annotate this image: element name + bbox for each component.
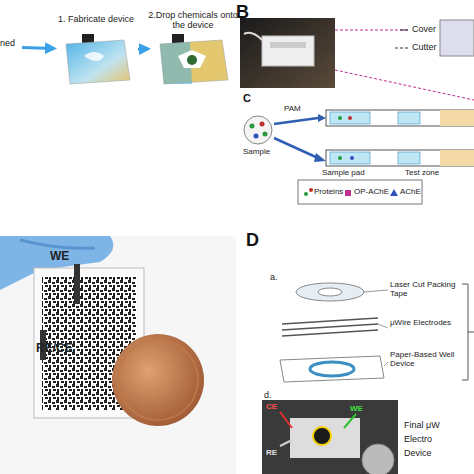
- part-label: D: [246, 230, 259, 251]
- step-caption: 1. Fabricate device: [54, 14, 138, 24]
- part-label: CE: [266, 402, 277, 411]
- part-label: Test zone: [405, 168, 439, 177]
- legend-text: AChE: [400, 187, 421, 196]
- step-caption: 2.Drop chemicals onto the device: [148, 10, 238, 31]
- part-label: WE: [350, 404, 363, 413]
- part-label: C: [243, 92, 251, 105]
- part-label: Cutter: [412, 42, 437, 52]
- part-label: Device: [404, 448, 432, 458]
- part-label: Final μW: [404, 420, 440, 430]
- device-step: 1. Fabricate device: [54, 14, 138, 86]
- part-label: Sample pad: [322, 168, 365, 177]
- part-label: Cover: [412, 24, 436, 34]
- legend-entry: Proteins: [314, 187, 343, 196]
- part-label: Paper-Based Well Device: [390, 350, 460, 368]
- part-label: PAM: [284, 104, 301, 113]
- part-label: WE: [50, 250, 69, 264]
- part-label: Laser Cut Packing Tape: [390, 280, 460, 298]
- step-caption: ned: [0, 38, 22, 48]
- part-label: a.: [270, 272, 278, 282]
- legend-entry: AChE: [400, 187, 421, 196]
- part-label: RE: [266, 448, 277, 457]
- legend-text: Proteins: [314, 187, 343, 196]
- part-label: μWire Electrodes: [390, 318, 460, 327]
- part-label: Sample: [243, 147, 270, 156]
- device-step: ned: [0, 38, 22, 56]
- legend-text: OP-AChE: [354, 187, 389, 196]
- part-label: Electro: [404, 434, 432, 444]
- part-label: RE/CE: [36, 342, 73, 356]
- part-label: B: [236, 2, 249, 23]
- device-step: 2.Drop chemicals onto the device: [148, 10, 238, 86]
- legend-entry: OP-AChE: [354, 187, 389, 196]
- flow-arrow: [138, 47, 148, 50]
- flow-arrow: [22, 47, 54, 48]
- part-label: d.: [264, 390, 272, 400]
